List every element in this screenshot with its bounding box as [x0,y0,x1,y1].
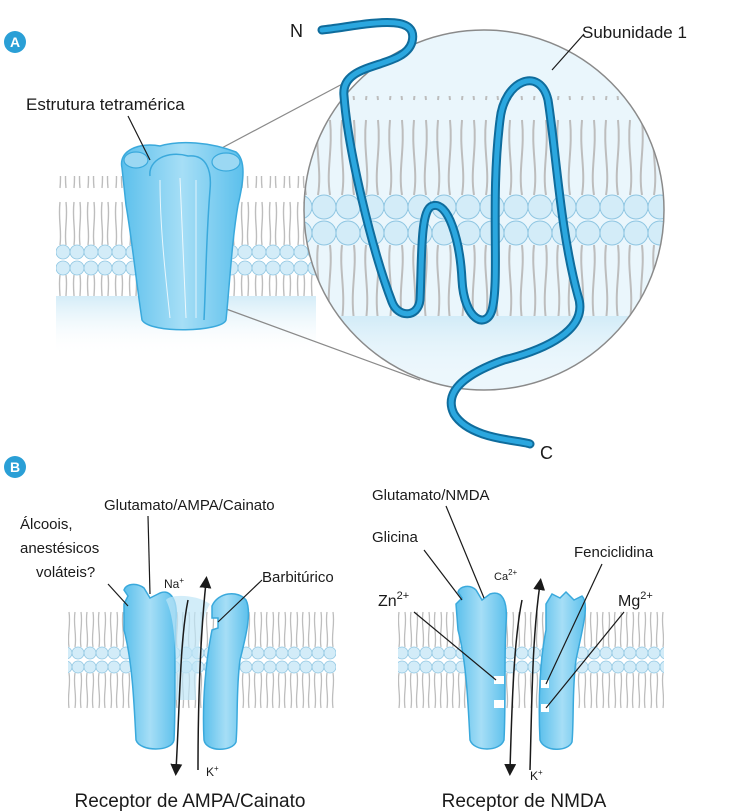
ampa-receptor: Na+ K+ Glutamato/AMPA/Cainato Álcoois, a… [20,497,336,812]
nmda-zn-site-2 [494,700,504,708]
ampa-alcohol-line-2: anestésicos [20,540,99,557]
nmda-glycine-label: Glicina [372,529,419,546]
ampa-ion-in: Na+ [164,576,184,591]
ampa-barbiturate-label: Barbitúrico [262,569,334,586]
panel-a: A Estrutura tetramérica [4,21,687,463]
ampa-agonist-pointer [148,516,150,594]
nmda-receptor: Ca2+ K+ Glutamato/NMDA Glicina Fenciclid… [372,487,664,812]
c-terminus-label: C [540,443,553,463]
subunit-label: Subunidade 1 [582,23,687,42]
tetramer-channel [122,143,243,330]
panel-b: B Na+ K+ Glutamato/AMPA/Cainato Álcoois,… [4,456,664,812]
nmda-agonist-pointer [446,506,484,598]
nmda-glycine-pointer [424,550,462,600]
ampa-ion-out: K+ [206,764,219,779]
nmda-agonist-label: Glutamato/NMDA [372,487,490,504]
ampa-left-subunit [124,584,176,749]
ampa-alcohol-line-3: voláteis? [36,564,95,581]
nmda-ion-in: Ca2+ [494,568,518,583]
panel-b-badge-text: B [10,459,20,475]
ampa-caption: Receptor de AMPA/Cainato [75,791,306,812]
ampa-agonist-label: Glutamato/AMPA/Cainato [104,497,275,514]
nmda-pcp-label: Fenciclidina [574,544,654,561]
ampa-alcohol-line-1: Álcoois, [20,516,73,533]
nmda-caption: Receptor de NMDA [442,791,607,812]
panel-a-badge-text: A [10,34,20,50]
magnified-view [300,30,670,396]
n-terminus-label: N [290,21,303,41]
nmda-ion-out: K+ [530,768,543,783]
structure-label: Estrutura tetramérica [26,95,185,114]
membrane-nmda [398,606,664,716]
